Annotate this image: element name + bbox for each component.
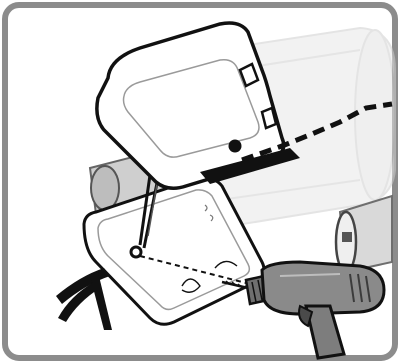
power-drill	[221, 260, 386, 360]
dashed-cable-route	[241, 101, 393, 163]
drill-guide-line	[139, 255, 251, 285]
cover-cable	[138, 174, 160, 249]
side-cylinder	[334, 194, 393, 274]
loose-cable	[56, 268, 112, 330]
strap	[200, 148, 300, 184]
device-cover	[95, 21, 286, 190]
